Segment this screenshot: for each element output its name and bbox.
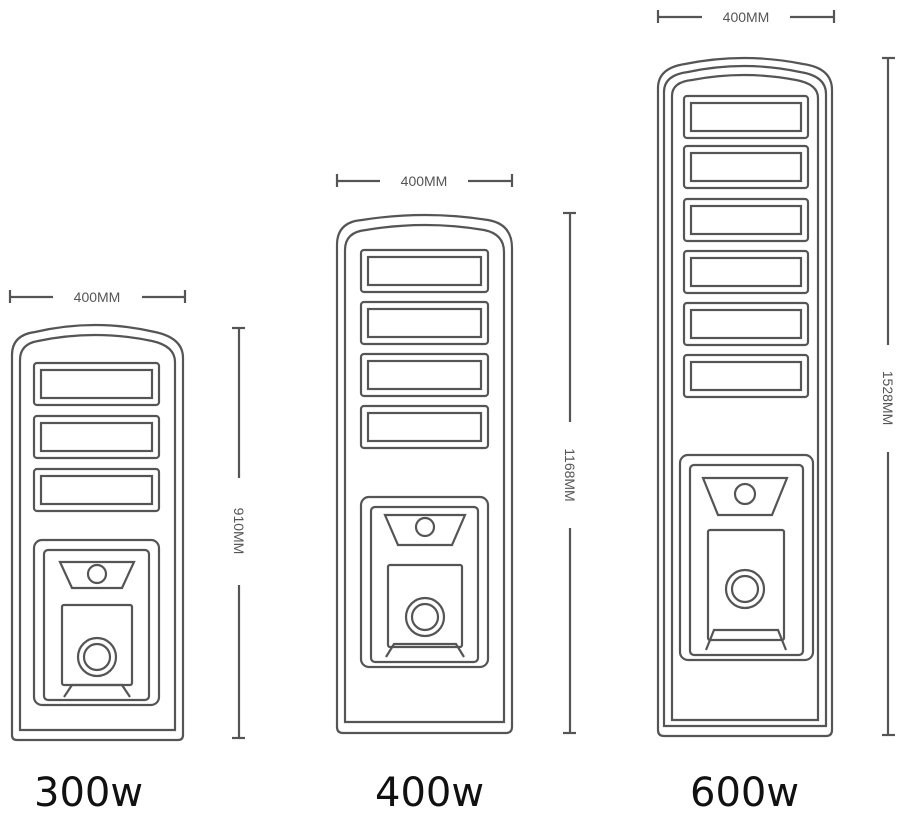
width-label: 400MM [723,9,770,25]
solar-panel [359,352,490,398]
width-dimension [335,174,514,187]
sensor-lens-icon [724,568,766,610]
solar-panel [359,248,490,294]
width-label: 400MM [74,289,121,305]
solar-panel [689,204,803,236]
solar-panel [366,411,483,443]
housing-outline [10,323,185,742]
solar-panels [359,248,490,450]
light-300w [8,290,245,742]
light-400w [335,174,576,735]
solar-panels [32,361,161,513]
solar-panel [359,300,490,346]
sensor-module [359,495,490,669]
solar-panel [32,467,161,513]
solar-panel [39,368,154,400]
solar-panel [39,421,154,453]
solar-panel [366,307,483,339]
solar-panel [689,360,803,392]
housing-inner [18,333,177,732]
solar-panel [682,94,810,140]
sensor-lens-icon [414,516,436,538]
solar-panel [682,301,810,347]
housing-outline [335,213,514,735]
sensor-module [678,453,815,662]
housing-outline [656,56,834,738]
solar-panels [682,94,810,399]
solar-panel [689,256,803,288]
solar-panel [689,101,803,133]
sensor-lens-icon [76,636,118,678]
solar-panel [682,353,810,399]
solar-panel [682,197,810,243]
height-dimension [232,326,245,740]
sensor-lens-icon [404,596,446,638]
housing-inner [662,64,828,728]
height-dimension [882,56,895,737]
solar-panel [682,144,810,190]
sensor-lens-icon [733,482,757,506]
solar-panel [359,404,490,450]
solar-panel [366,359,483,391]
height-label: 1528MM [880,371,896,425]
solar-panel [366,255,483,287]
power-label-300w: 300w [34,770,144,816]
solar-panel [32,414,161,460]
power-label-600w: 600w [690,770,800,816]
solar-panel [689,151,803,183]
housing-inner [343,223,506,724]
width-label: 400MM [401,173,448,189]
sensor-lens-icon [86,563,108,585]
height-label: 910MM [231,508,247,555]
solar-panel [689,308,803,340]
light-600w [656,10,895,738]
sensor-module [32,538,161,707]
solar-panel [32,361,161,407]
power-label-400w: 400w [375,770,485,816]
height-dimension [563,211,576,735]
width-dimension [656,10,836,23]
width-dimension [8,290,187,303]
height-label: 1168MM [562,448,578,501]
housing-inner [670,73,820,722]
solar-panel [39,474,154,506]
solar-panel [682,249,810,295]
